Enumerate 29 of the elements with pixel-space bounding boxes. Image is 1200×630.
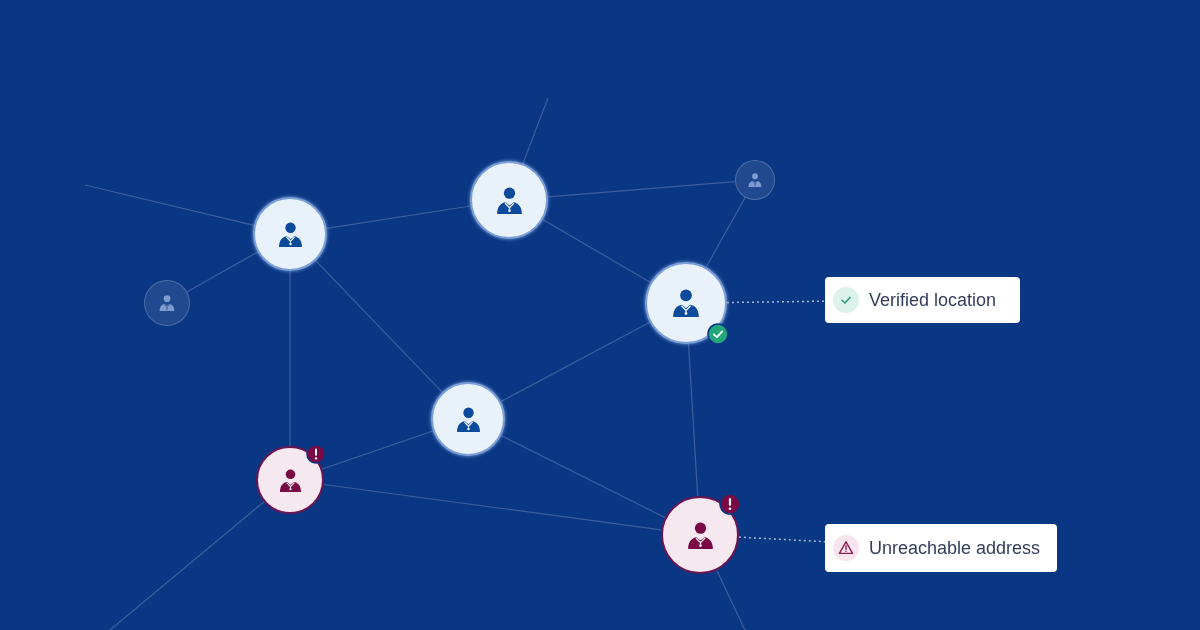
node-circle bbox=[253, 197, 327, 271]
connector-line bbox=[109, 501, 265, 630]
node-circle bbox=[431, 382, 505, 456]
connector-line bbox=[186, 251, 259, 293]
connector-line bbox=[326, 205, 472, 229]
node-circle bbox=[256, 446, 324, 514]
connector-line bbox=[547, 181, 736, 198]
node-circle bbox=[661, 496, 739, 574]
connector-line bbox=[705, 196, 746, 268]
status-card bbox=[825, 524, 1057, 572]
connector-line bbox=[687, 343, 699, 497]
connector-line bbox=[315, 260, 443, 393]
connector-line bbox=[323, 483, 662, 531]
node-circle bbox=[645, 262, 727, 344]
status-card bbox=[825, 277, 1020, 323]
faded-node-circle bbox=[144, 280, 190, 326]
connector-line bbox=[500, 434, 666, 519]
dotted-leader-line bbox=[726, 300, 826, 304]
dotted-leader-line bbox=[738, 536, 826, 543]
connector-line bbox=[321, 430, 434, 470]
connector-line bbox=[84, 184, 255, 226]
status-text: Unreachable address bbox=[869, 537, 1041, 559]
connector-line bbox=[500, 321, 651, 403]
node-circle bbox=[470, 161, 548, 239]
connector-line bbox=[522, 97, 549, 165]
status-text: Verified location bbox=[869, 289, 997, 311]
faded-node-circle bbox=[735, 160, 775, 200]
connector-line bbox=[542, 219, 652, 283]
connector-line bbox=[716, 569, 746, 630]
